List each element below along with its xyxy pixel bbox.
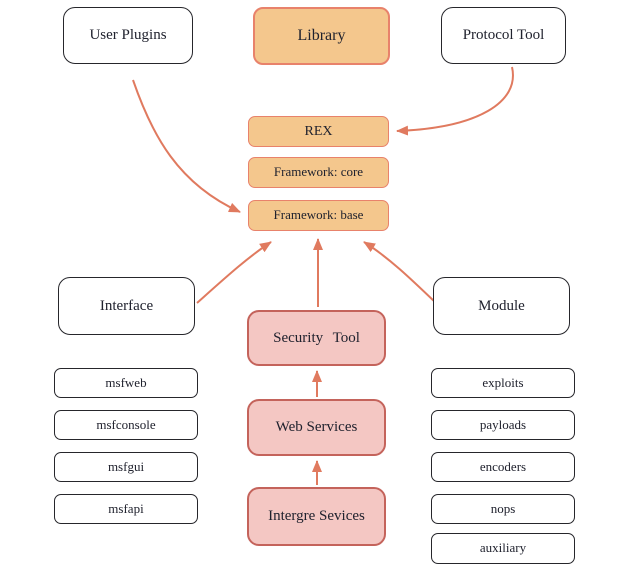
node-msfconsole: msfconsole: [54, 410, 198, 440]
node-interface: Interface: [58, 277, 195, 335]
node-nops: nops: [431, 494, 575, 524]
node-msfgui: msfgui: [54, 452, 198, 482]
node-auxiliary: auxiliary: [431, 533, 575, 564]
node-encoders: encoders: [431, 452, 575, 482]
node-security-tool: Security Tool: [247, 310, 386, 366]
edge-module-to-framework-base: [363, 241, 437, 304]
node-intergre-sevices: Intergre Sevices: [247, 487, 386, 546]
node-protocol-tool: Protocol Tool: [441, 7, 566, 64]
node-rex: REX: [248, 116, 389, 147]
node-library: Library: [253, 7, 390, 65]
edge-protocol-tool-to-rex: [396, 66, 514, 136]
edge-interface-to-framework-base: [196, 241, 272, 304]
node-web-services: Web Services: [247, 399, 386, 456]
node-framework-base: Framework: base: [248, 200, 389, 231]
node-exploits: exploits: [431, 368, 575, 398]
node-framework-core: Framework: core: [248, 157, 389, 188]
node-payloads: payloads: [431, 410, 575, 440]
node-msfweb: msfweb: [54, 368, 198, 398]
node-user-plugins: User Plugins: [63, 7, 193, 64]
node-msfapi: msfapi: [54, 494, 198, 524]
edge-user-plugins-to-framework-base: [132, 79, 241, 213]
node-module: Module: [433, 277, 570, 335]
